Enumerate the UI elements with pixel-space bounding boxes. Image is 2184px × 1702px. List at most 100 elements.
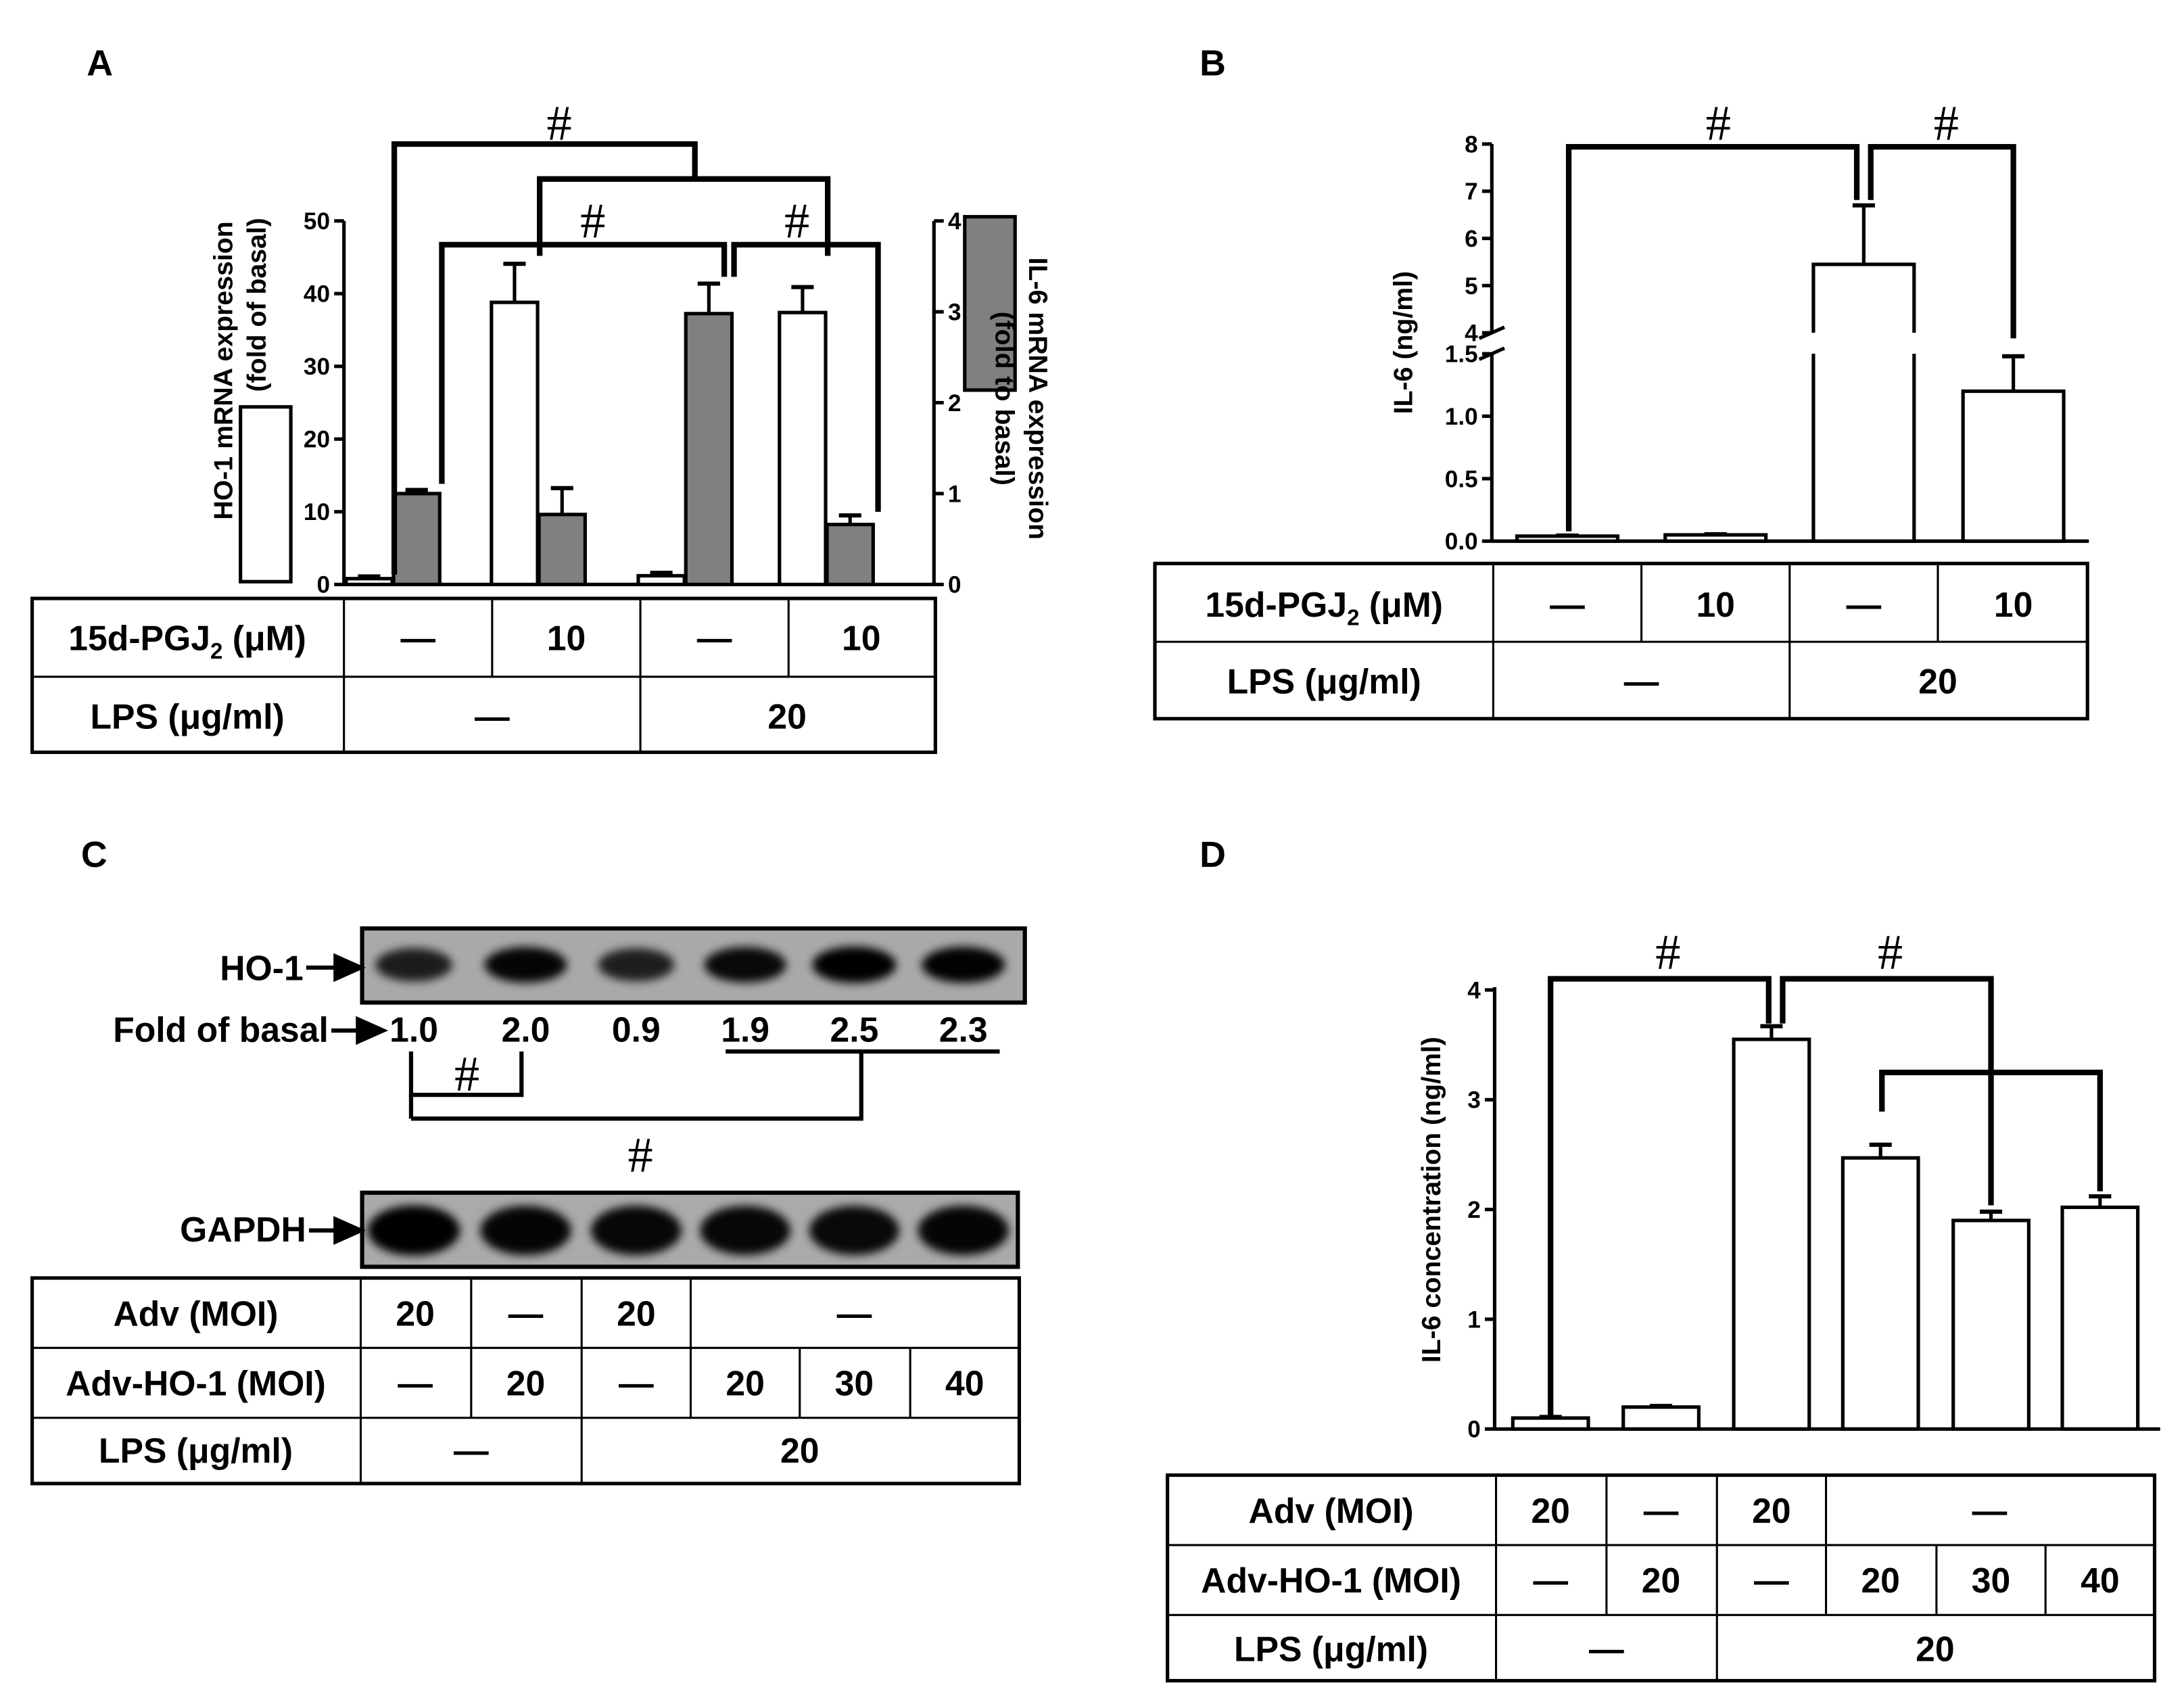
b-upper-tick-label-3: 7 bbox=[1465, 179, 1478, 205]
d-row2-label: Adv-HO-1 (MOI) bbox=[1201, 1561, 1461, 1600]
panel-d-letter: D bbox=[1200, 834, 1226, 875]
b-condition-table: 15d-PGJ2 (μM) — 10 — 10 LPS (μg/ml) — 20 bbox=[1153, 561, 2089, 721]
b-bar-3 bbox=[1961, 389, 2066, 543]
c-cell-r2c1: — bbox=[398, 1364, 433, 1403]
a-right-tick-label-2: 2 bbox=[948, 390, 962, 417]
c-fold-value-3: 1.9 bbox=[721, 1010, 769, 1049]
c-cell-r2c2: 20 bbox=[506, 1364, 546, 1403]
d-tick-label-4: 4 bbox=[1467, 977, 1481, 1003]
c-cell-r1c4: — bbox=[837, 1294, 872, 1333]
c-cell-r1c3: 20 bbox=[617, 1294, 656, 1333]
b-lower-tick-label-0: 0.0 bbox=[1445, 529, 1478, 555]
a-cell-r2c1: — bbox=[475, 696, 510, 736]
a-left-tick-label-1: 10 bbox=[304, 499, 330, 525]
c-fold-value-0: 1.0 bbox=[389, 1010, 438, 1049]
d-cell-r2c4: 20 bbox=[1861, 1561, 1900, 1600]
c-row2-label: Adv-HO-1 (MOI) bbox=[66, 1364, 326, 1403]
b-upper-tick-label-4: 8 bbox=[1465, 131, 1478, 158]
c-gapdh-band-5 bbox=[918, 1206, 1009, 1256]
panel-a-letter: A bbox=[87, 43, 113, 84]
b-cell-r1c1: — bbox=[1550, 585, 1585, 624]
a-ylabel-right-line2: (fold to basal) bbox=[989, 312, 1019, 486]
c-cell-r1c2: — bbox=[508, 1294, 544, 1333]
c-fold-value-1: 2.0 bbox=[502, 1010, 550, 1049]
c-sig-mark-1: # bbox=[454, 1047, 479, 1102]
d-bar-1 bbox=[1621, 1405, 1701, 1431]
c-condition-table: Adv (MOI) 20 — 20 — Adv-HO-1 (MOI) — 20 … bbox=[30, 1276, 1022, 1486]
a-sig-brackets bbox=[391, 141, 881, 575]
a-il6-bar-0 bbox=[391, 492, 442, 586]
d-bar-2 bbox=[1732, 1037, 1811, 1431]
d-cell-r1c4: — bbox=[1972, 1491, 2008, 1530]
a-left-tick-label-2: 20 bbox=[304, 427, 330, 453]
c-cell-r2c3: — bbox=[619, 1364, 654, 1403]
c-ho1-band-4 bbox=[812, 946, 897, 983]
c-ho1-band-0 bbox=[375, 948, 452, 982]
a-right-tick-label-3: 3 bbox=[948, 300, 962, 326]
a-ho1-bar-0 bbox=[344, 577, 394, 586]
c-fold-label: Fold of basal bbox=[113, 1010, 329, 1049]
d-tick-label-3: 3 bbox=[1467, 1087, 1481, 1114]
a-left-tick-label-0: 0 bbox=[316, 572, 330, 598]
b-lower-tick-label-3: 1.5 bbox=[1445, 341, 1478, 368]
b-cell-r2c2: 20 bbox=[1918, 662, 1957, 701]
c-ho1-arrow bbox=[306, 953, 366, 983]
a-il6-bar-1 bbox=[537, 513, 587, 586]
c-gapdh-blot-frame bbox=[360, 1190, 1020, 1269]
c-row3-label: LPS (μg/ml) bbox=[99, 1431, 293, 1470]
d-bar-0 bbox=[1511, 1416, 1590, 1431]
c-sig-brackets bbox=[408, 1049, 1000, 1121]
c-fold-value-5: 2.3 bbox=[939, 1010, 988, 1049]
d-cell-r1c3: 20 bbox=[1752, 1491, 1791, 1530]
c-ho1-band-3 bbox=[704, 947, 786, 983]
a-sig-mark-2: # bbox=[580, 194, 605, 250]
panel-b-letter: B bbox=[1200, 43, 1226, 84]
a-condition-table: 15d-PGJ2 (μM) — 10 — 10 LPS (μg/ml) — 20 bbox=[30, 596, 937, 755]
c-fold-arrow bbox=[331, 1016, 389, 1045]
d-tick-label-0: 0 bbox=[1467, 1417, 1481, 1443]
c-gapdh-band-0 bbox=[367, 1205, 460, 1256]
c-gapdh-band-4 bbox=[809, 1206, 900, 1256]
d-bar-3 bbox=[1841, 1156, 1920, 1431]
a-ho1-bar-1 bbox=[490, 300, 540, 586]
d-tick-label-2: 2 bbox=[1467, 1197, 1481, 1223]
c-ho1-band-5 bbox=[922, 947, 1005, 983]
a-sig-mark-1: # bbox=[547, 96, 572, 151]
d-cell-r2c5: 30 bbox=[1972, 1561, 2011, 1600]
d-cell-r3c2: 20 bbox=[1916, 1630, 1955, 1669]
a-il6-bar-3 bbox=[825, 523, 875, 586]
b-lower-tick-label-2: 1.0 bbox=[1445, 404, 1478, 430]
a-legend-il6-box bbox=[963, 214, 1017, 392]
c-ho1-blot-frame bbox=[360, 926, 1027, 1005]
b-cell-r1c3: — bbox=[1847, 585, 1882, 624]
d-sig-brackets bbox=[1548, 976, 2103, 1419]
b-upper-tick-label-1: 5 bbox=[1465, 273, 1478, 300]
b-bar-2 bbox=[1811, 262, 1916, 543]
d-cell-r2c2: 20 bbox=[1642, 1561, 1681, 1600]
d-ylabel: IL-6 concentration (ng/ml) bbox=[1417, 1037, 1446, 1363]
a-row2-label: LPS (μg/ml) bbox=[90, 696, 284, 736]
a-left-tick-label-3: 30 bbox=[304, 354, 330, 380]
d-bar-4 bbox=[1951, 1219, 2031, 1431]
d-tick-label-1: 1 bbox=[1467, 1306, 1481, 1333]
panel-c-letter: C bbox=[81, 834, 108, 875]
d-cell-r2c1: — bbox=[1533, 1561, 1568, 1600]
a-cell-r1c1: — bbox=[400, 619, 435, 658]
a-sig-mark-3: # bbox=[784, 194, 809, 250]
c-cell-r3c2: 20 bbox=[780, 1431, 819, 1470]
b-cell-r1c2: 10 bbox=[1696, 585, 1735, 624]
d-row1-label: Adv (MOI) bbox=[1249, 1491, 1414, 1530]
a-right-tick-label-4: 4 bbox=[948, 208, 962, 235]
a-left-tick-label-5: 50 bbox=[304, 208, 330, 235]
c-ho1-label: HO-1 bbox=[220, 949, 304, 988]
c-row1-label: Adv (MOI) bbox=[113, 1294, 278, 1333]
a-cell-r1c2: 10 bbox=[547, 619, 586, 658]
c-cell-r2c6: 40 bbox=[945, 1364, 984, 1403]
d-condition-table: Adv (MOI) 20 — 20 — Adv-HO-1 (MOI) — 20 … bbox=[1166, 1473, 2157, 1683]
c-gapdh-band-2 bbox=[590, 1206, 682, 1256]
b-lower-tick-label-1: 0.5 bbox=[1445, 466, 1478, 492]
